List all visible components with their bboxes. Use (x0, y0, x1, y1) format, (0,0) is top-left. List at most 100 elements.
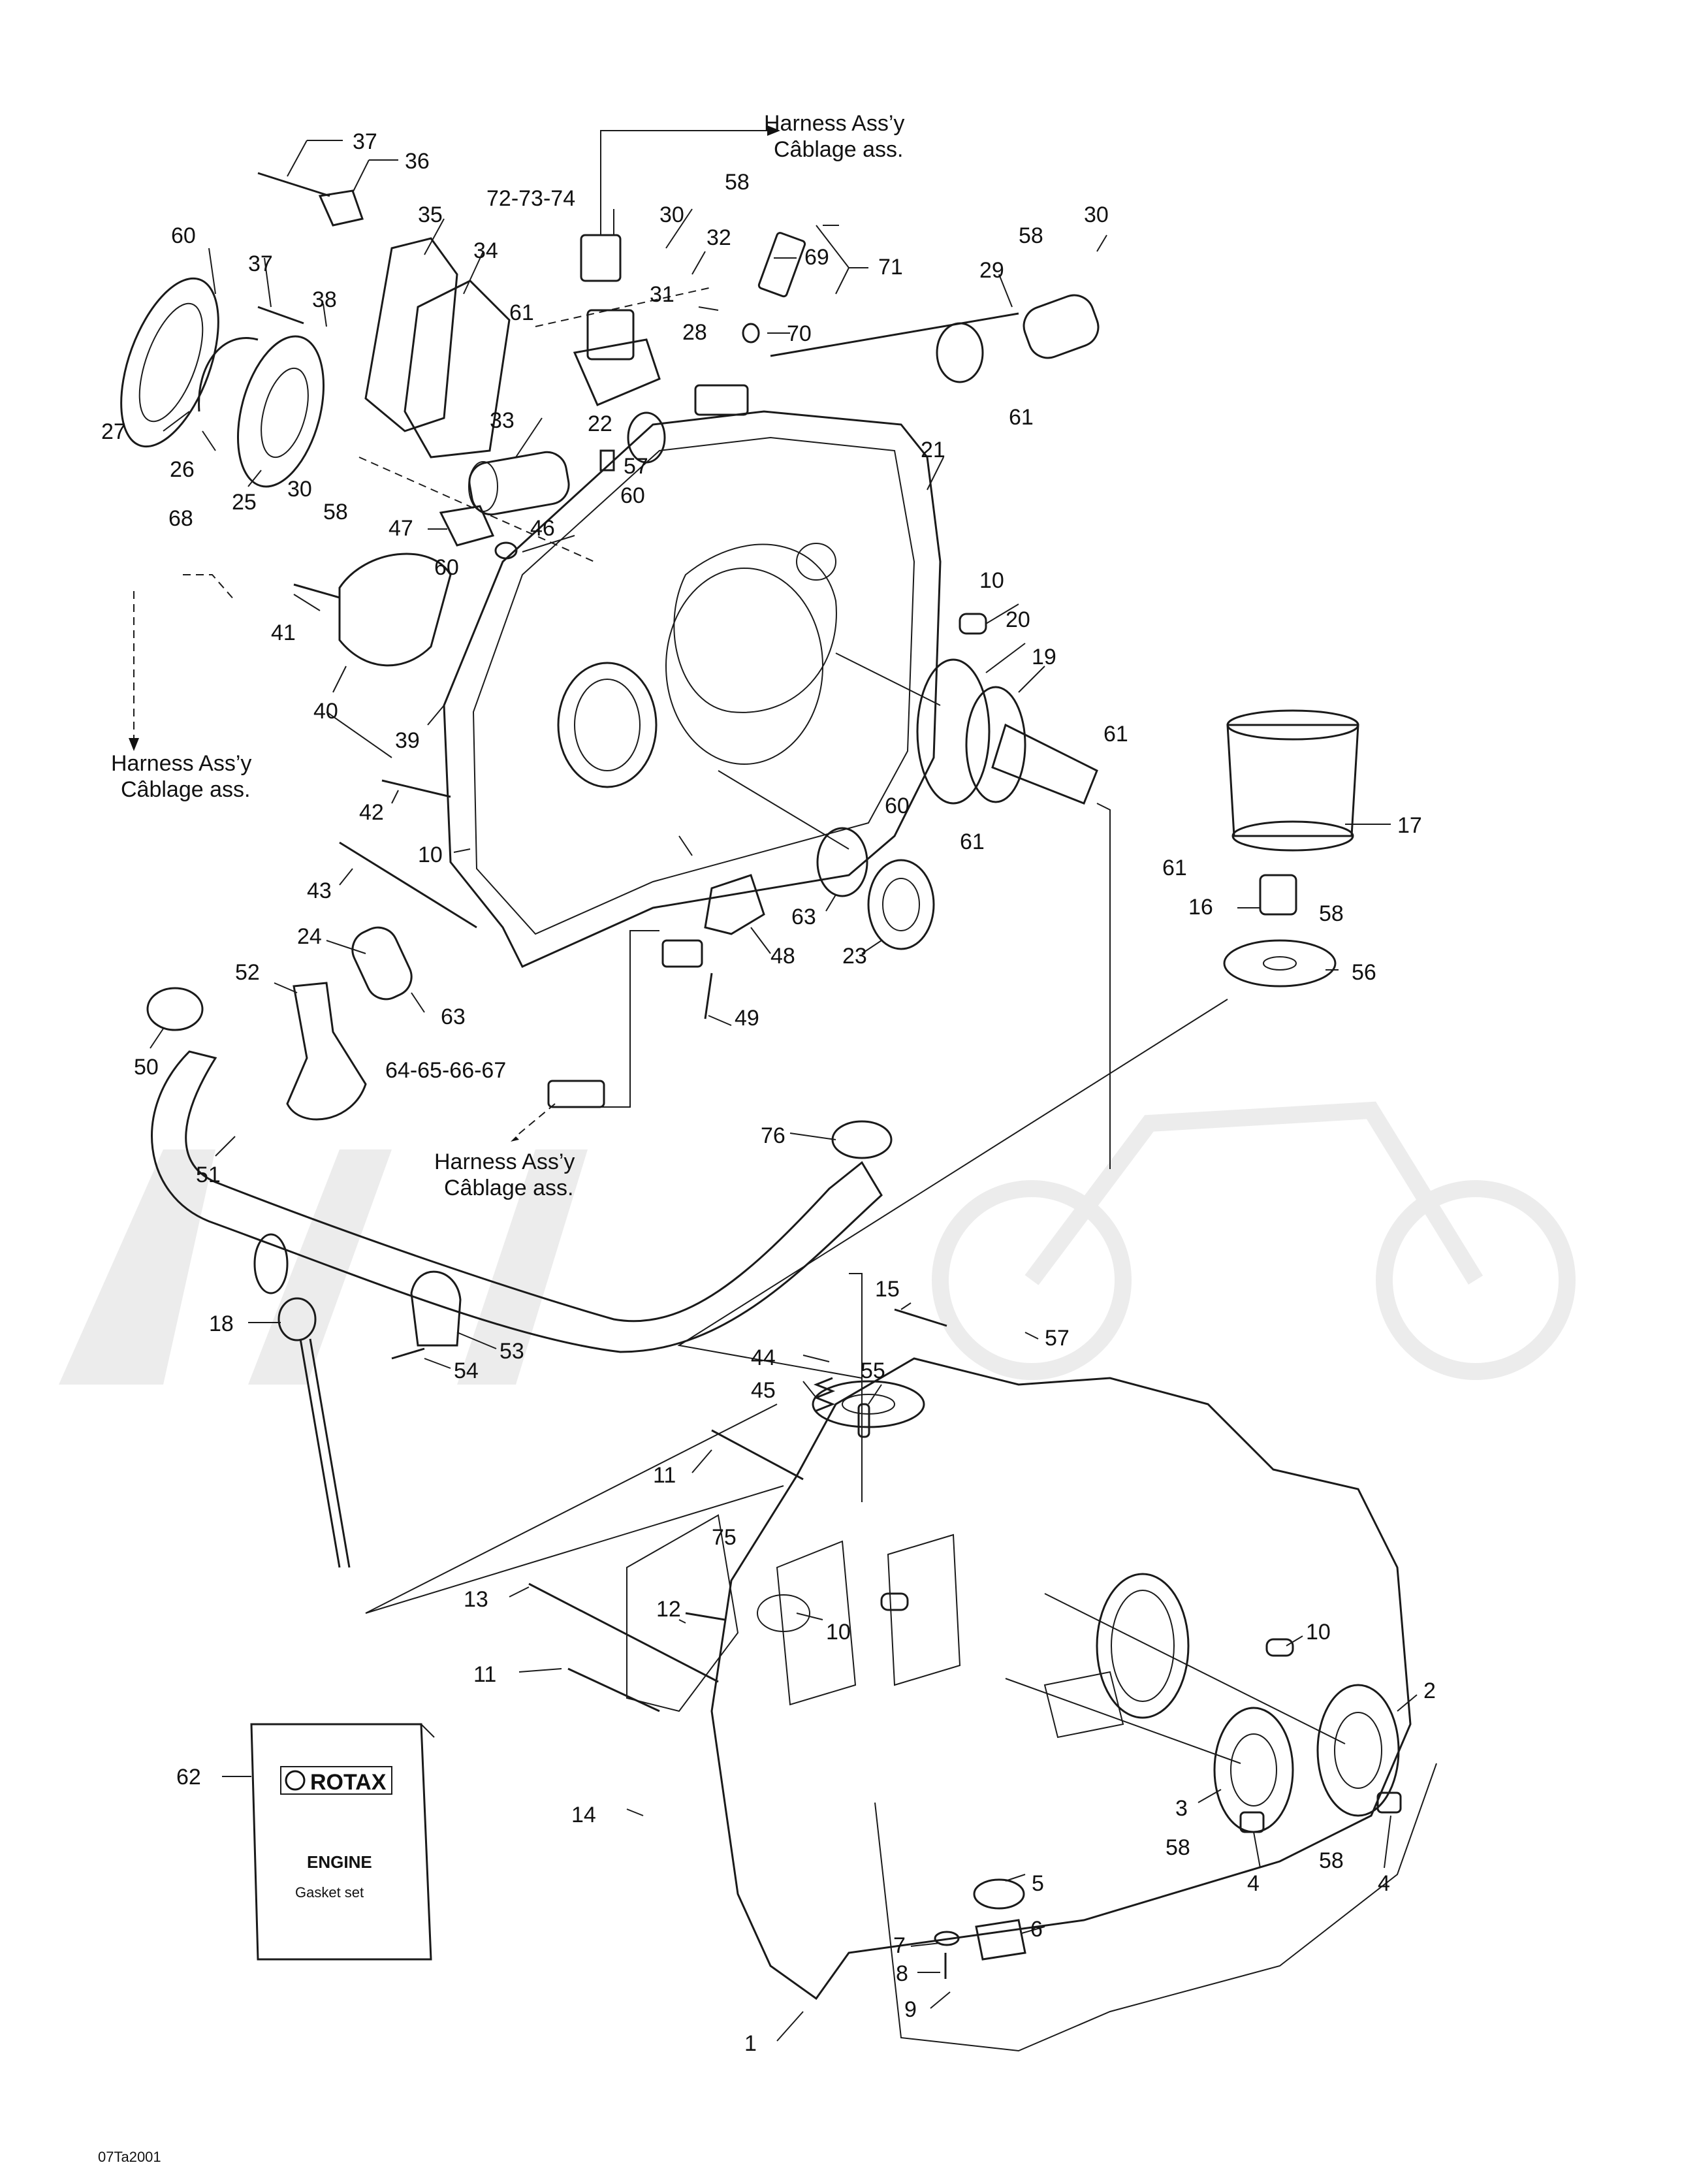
callout-11a: 11 (653, 1463, 676, 1488)
plug-6 (975, 1919, 1026, 1961)
callout-15: 15 (875, 1277, 900, 1302)
callout-16: 16 (1188, 895, 1213, 920)
callout-30a: 30 (287, 477, 312, 502)
booklet-text: ROTAX ENGINE Gasket set (285, 1770, 387, 1901)
callout-10d: 10 (1306, 1620, 1331, 1645)
bracket-36 (318, 189, 364, 227)
oil-filter-17 (1226, 709, 1359, 852)
callout-55: 55 (861, 1358, 885, 1383)
callout-40: 40 (313, 699, 338, 724)
o-ring-46 (494, 541, 518, 560)
harness-mid-line2: Câblage ass. (444, 1176, 573, 1200)
callout-58b: 58 (725, 170, 750, 195)
callout-30b: 30 (659, 202, 684, 227)
dipstick-18 (253, 1233, 351, 1568)
callout-31: 31 (650, 282, 674, 307)
callout-56: 56 (1352, 960, 1376, 985)
callout-48: 48 (770, 944, 795, 969)
callout-69: 69 (804, 245, 829, 270)
callout-51: 51 (196, 1163, 221, 1187)
callout-18: 18 (209, 1311, 234, 1336)
callout-10a: 10 (418, 843, 443, 867)
harness-left-line1: Harness Ass’y (111, 751, 251, 776)
callout-24: 24 (297, 924, 322, 949)
gasket-20 (916, 658, 991, 805)
callout-60b: 60 (434, 555, 459, 580)
connector-64 (547, 1080, 605, 1108)
callout-49: 49 (735, 1006, 759, 1031)
callout-45: 45 (751, 1378, 776, 1403)
watermark (59, 1101, 1576, 1385)
callout-28: 28 (682, 320, 707, 345)
callout-75: 75 (712, 1525, 737, 1550)
callout-72: 72-73-74 (486, 186, 575, 211)
oil-seal-27 (120, 277, 219, 448)
callout-58a: 58 (323, 500, 348, 524)
callout-34: 34 (473, 238, 498, 263)
washer-56 (1223, 939, 1337, 988)
leader-lines (129, 125, 1418, 2042)
housing-40 (338, 553, 452, 667)
clamp-50 (146, 987, 204, 1031)
callout-23: 23 (842, 944, 867, 969)
connector-72 (580, 234, 622, 282)
crankcase-1 (626, 1357, 1437, 2052)
seal-63 (816, 827, 868, 897)
sensor-29 (694, 294, 1100, 416)
hose-51 (151, 1050, 883, 1353)
sensor-47 (439, 505, 495, 547)
callout-29: 29 (979, 258, 1004, 283)
callout-10b: 10 (979, 568, 1004, 593)
callout-61d: 61 (960, 829, 985, 854)
harness-top-line1: Harness Ass’y (764, 111, 904, 136)
callout-10c: 10 (826, 1620, 851, 1645)
callout-22: 22 (588, 411, 612, 436)
callout-57b: 57 (1045, 1326, 1070, 1351)
callout-35: 35 (418, 202, 443, 227)
harness-top-line2: Câblage ass. (774, 137, 903, 162)
callout-58d: 58 (1319, 901, 1344, 926)
callout-37b: 37 (248, 251, 273, 276)
callout-47: 47 (389, 516, 413, 541)
nipple-16 (1259, 874, 1297, 916)
callout-44: 44 (751, 1345, 776, 1370)
callout-61b: 61 (1009, 405, 1034, 430)
callout-8: 8 (896, 1961, 908, 1986)
magneto-housing-21 (443, 410, 942, 968)
callout-62: 62 (176, 1765, 201, 1790)
callout-5: 5 (1032, 1871, 1044, 1896)
callout-19: 19 (1032, 645, 1056, 669)
booklet-brand: ROTAX (310, 1770, 387, 1795)
bearing-25 (236, 335, 325, 488)
callout-58c: 58 (1019, 223, 1043, 248)
callout-58e: 58 (1166, 1835, 1190, 1860)
callout-4a: 4 (1247, 1871, 1260, 1896)
callout-70: 70 (787, 321, 812, 346)
callout-4b: 4 (1378, 1871, 1390, 1896)
callout-14: 14 (571, 1803, 596, 1827)
sensor-48 (704, 874, 765, 935)
pin-55 (857, 1403, 870, 1438)
callout-26: 26 (170, 457, 195, 482)
callout-33: 33 (490, 408, 515, 433)
callout-37a: 37 (353, 129, 377, 154)
callout-38: 38 (312, 287, 337, 312)
shaft-19 (965, 686, 1098, 805)
callout-39: 39 (395, 728, 420, 753)
callout-30c: 30 (1084, 202, 1109, 227)
callout-17: 17 (1397, 813, 1422, 838)
callout-25: 25 (232, 490, 257, 515)
callout-52: 52 (235, 960, 260, 985)
callout-61a: 61 (509, 300, 534, 325)
callout-32: 32 (706, 225, 731, 250)
callout-58f: 58 (1319, 1848, 1344, 1873)
connector-31 (586, 309, 635, 361)
callouts: 37 36 35 34 60 37 38 27 26 25 30 58 68 6… (101, 129, 1436, 2056)
callout-53: 53 (500, 1339, 524, 1364)
spring-45 (813, 1377, 836, 1412)
callout-57a: 57 (624, 454, 648, 479)
callout-3: 3 (1175, 1796, 1188, 1821)
callout-63b: 63 (791, 905, 816, 929)
callout-50: 50 (134, 1055, 159, 1080)
